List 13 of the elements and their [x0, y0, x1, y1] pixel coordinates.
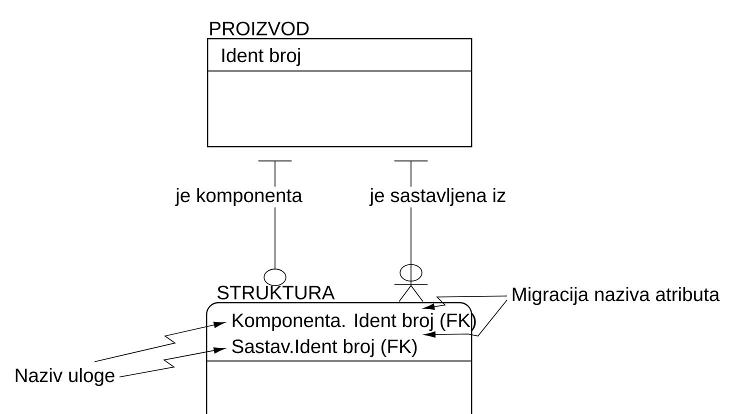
leader-line — [423, 296, 508, 310]
leader-line — [119, 347, 226, 378]
callout-text: Naziv uloge — [16, 368, 114, 386]
relationship-line — [258, 160, 292, 286]
node-label: STRUKTURA — [217, 286, 335, 300]
leader-line — [94, 322, 226, 362]
attribute-text: Sastav.Ident broj (FK) — [232, 339, 417, 358]
relationship-line — [394, 160, 428, 302]
edge-label: je komponenta — [174, 186, 304, 208]
node-label: PROIZVOD — [210, 22, 309, 36]
callout-text: Migracija naziva atributa — [512, 287, 720, 306]
entity-box: PROIZVOD Ident broj — [206, 22, 472, 148]
edge-label: je sastavljena iz — [368, 186, 508, 208]
